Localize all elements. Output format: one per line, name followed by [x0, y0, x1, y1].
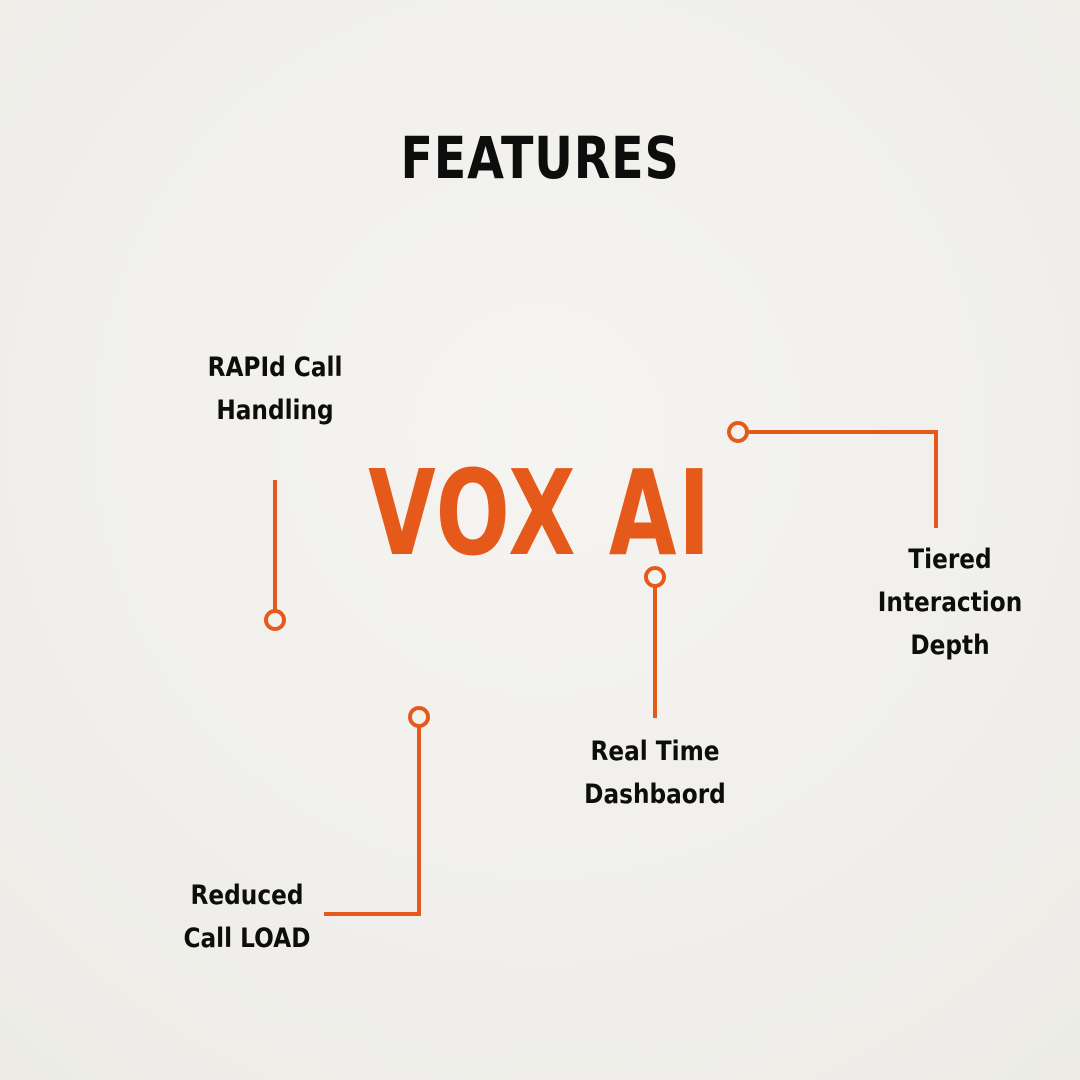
- feature-label-line: Real Time: [590, 736, 720, 767]
- connector-tiered-interaction-depth: [727, 421, 938, 528]
- feature-label-tiered-interaction-depth: Tiered Interaction Depth: [850, 538, 1050, 667]
- feature-label-reduced-call-load: Reduced Call LOAD: [147, 874, 347, 960]
- feature-label-line: Dashbaord: [584, 779, 726, 810]
- connector-rapid-call-handling: [264, 480, 286, 631]
- feature-label-line: Reduced: [190, 880, 304, 911]
- feature-label-rapid-call-handling: RAPId Call Handling: [175, 346, 375, 432]
- feature-label-line: Interaction: [877, 587, 1023, 618]
- connector-real-time-dashboard: [644, 566, 666, 718]
- connector-reduced-call-load: [324, 706, 430, 916]
- feature-label-line: RAPId Call: [207, 352, 343, 383]
- feature-label-line: Handling: [216, 395, 334, 426]
- page-title: FEATURES: [400, 124, 680, 192]
- feature-label-real-time-dashboard: Real Time Dashbaord: [555, 730, 755, 816]
- feature-label-line: Depth: [910, 630, 990, 661]
- brand-name: VOX AI: [368, 444, 712, 582]
- feature-label-line: Tiered: [908, 544, 992, 575]
- feature-label-line: Call LOAD: [183, 923, 311, 954]
